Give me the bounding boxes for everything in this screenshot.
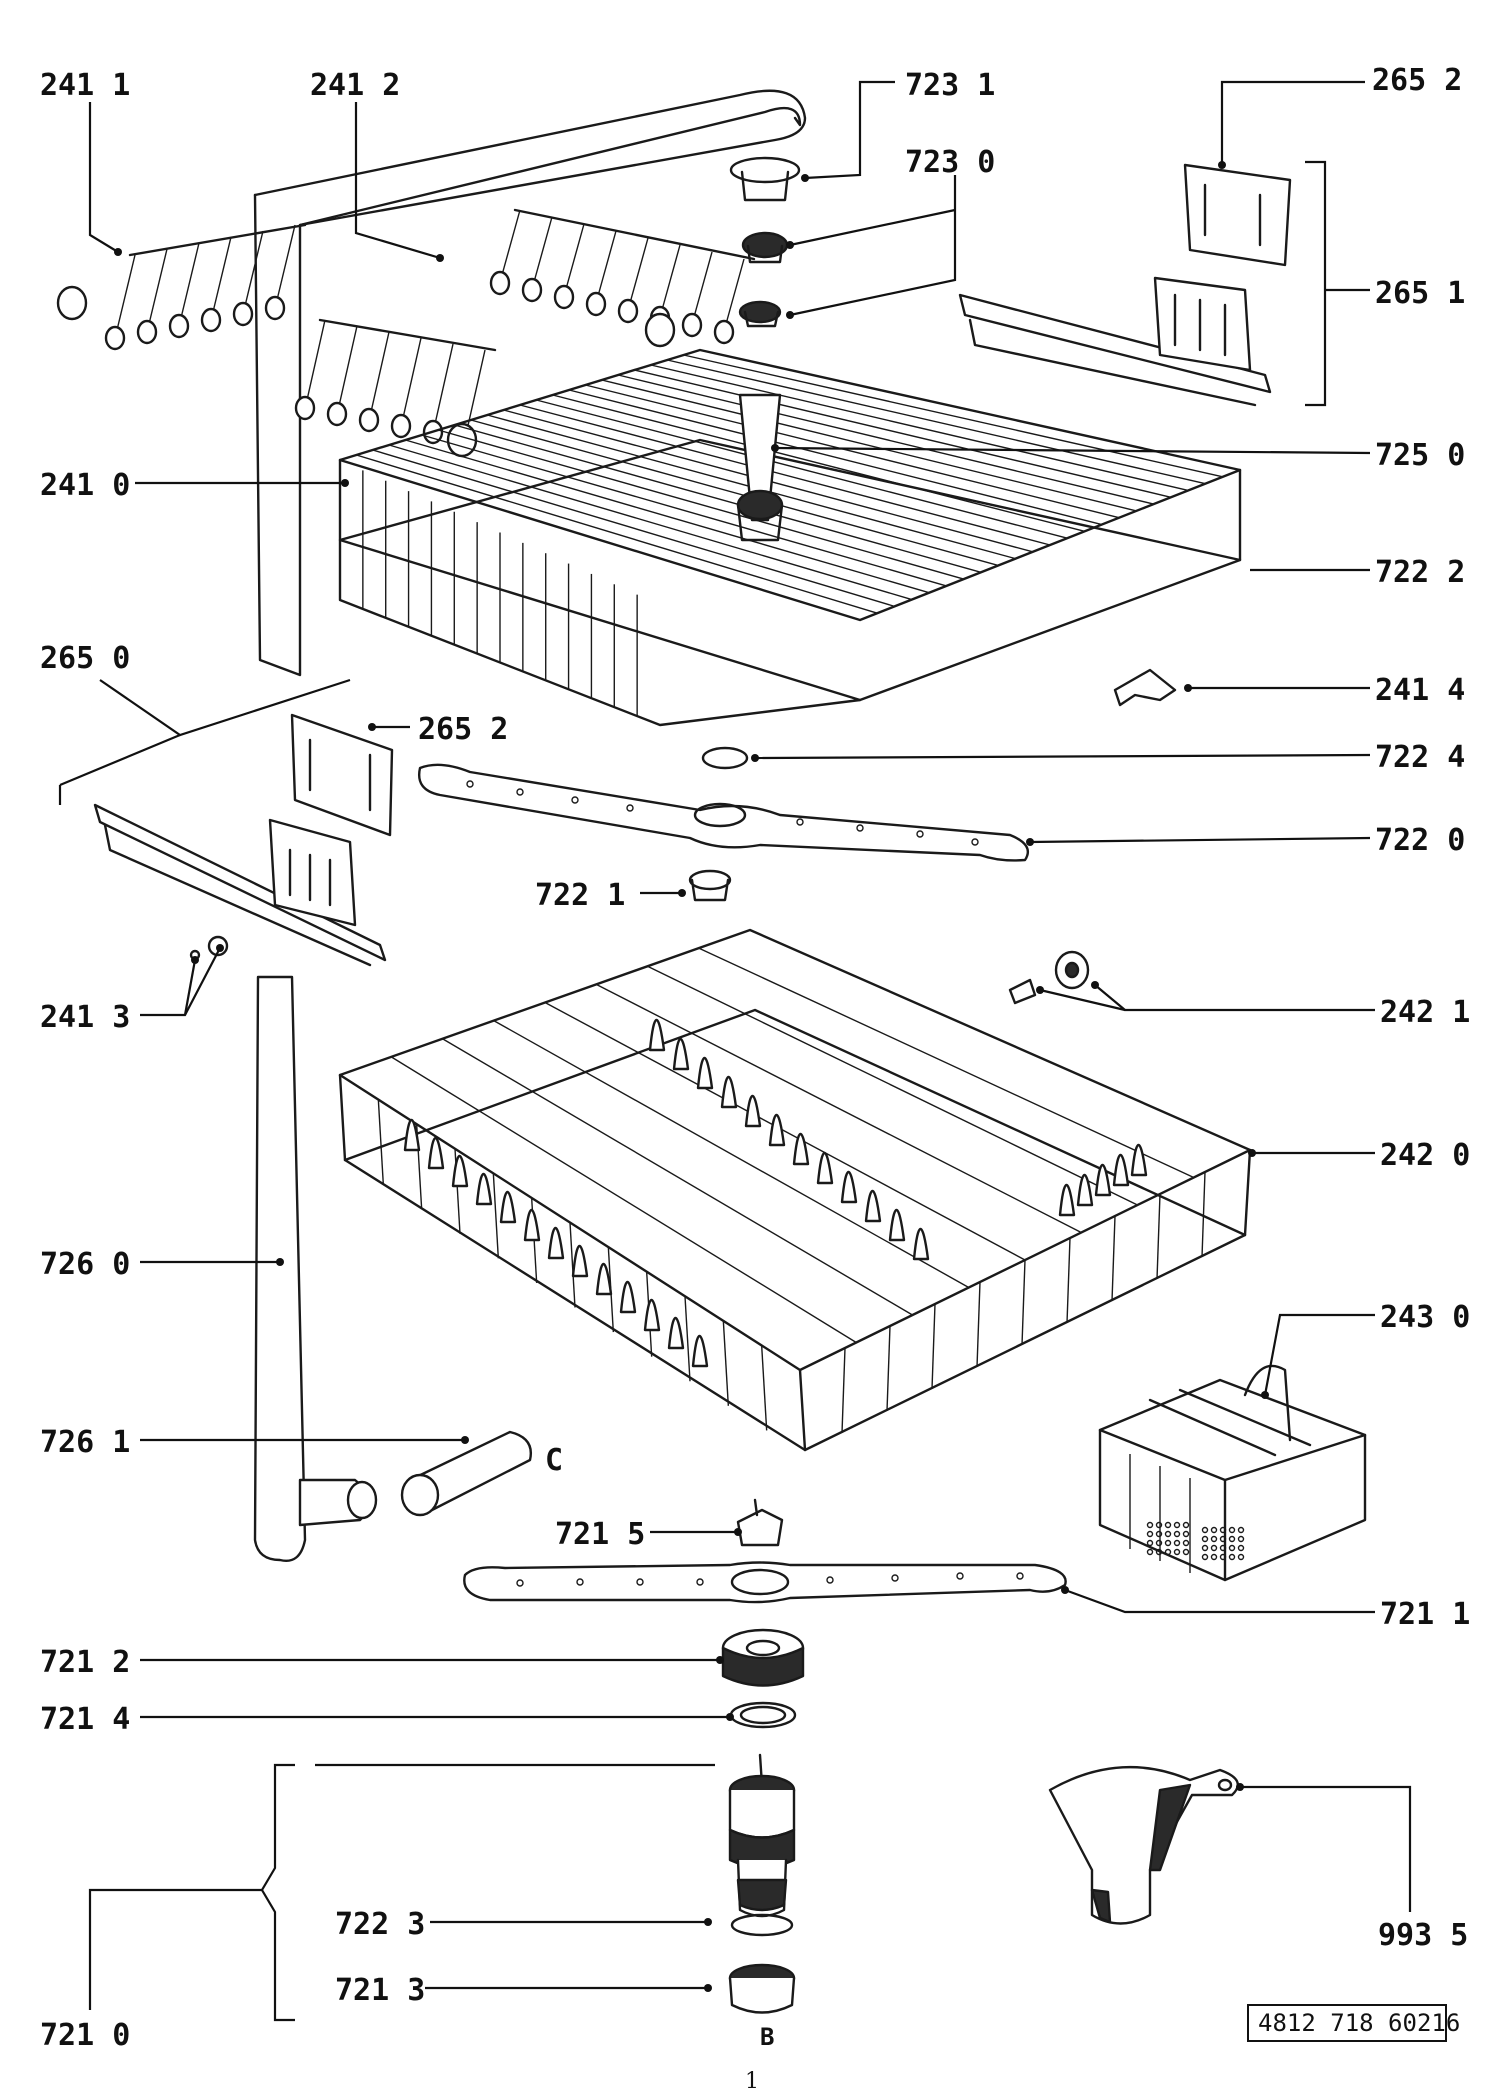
lower-basket [338,928,1252,1452]
label-241-2: 241 2 [310,68,400,103]
wheel-242-1 [1008,950,1090,1005]
label-265-2-mid: 265 2 [418,712,508,747]
marker-b: B [760,2023,774,2051]
label-721-2: 721 2 [40,1645,130,1680]
label-265-2-top: 265 2 [1372,63,1462,98]
cutlery-basket [1098,1364,1367,1582]
label-726-0: 726 0 [40,1247,130,1282]
label-993-5: 993 5 [1378,1918,1468,1953]
page-number: 1 [745,2069,759,2094]
label-242-0: 242 0 [1380,1138,1470,1173]
ring-722-4 [701,746,749,770]
rail-mount-top [958,163,1292,407]
label-721-3: 721 3 [335,1973,425,2008]
document-code-text: 4812 718 60216 [1258,2009,1460,2037]
label-722-0: 722 0 [1375,823,1465,858]
funnel-993-5 [1048,1766,1239,1925]
label-722-2: 722 2 [1375,555,1465,590]
lower-water-channel [253,975,378,1562]
marker-c: C [545,1443,563,1478]
label-725-0: 725 0 [1375,438,1465,473]
label-241-3: 241 3 [40,1000,130,1035]
upper-spray-supply-pipe [253,89,807,677]
label-726-1: 726 1 [40,1425,130,1460]
label-241-1: 241 1 [40,68,130,103]
label-722-3: 722 3 [335,1907,425,1942]
upper-tine-racks [56,208,756,458]
label-721-0: 721 0 [40,2018,130,2053]
document-code: 4812 718 60216 [1247,2004,1460,2042]
label-265-1: 265 1 [1375,276,1465,311]
part-labels: 241 1 241 2 723 1 723 0 265 2 265 1 241 … [40,63,1470,2053]
ring-721-4 [729,1701,797,1729]
leader-lines [58,80,1412,2022]
nozzle-stack-723 [729,156,801,328]
rail-mount-left [93,713,394,967]
pump-shaft-assembly [728,1753,796,2014]
label-721-5: 721 5 [555,1517,645,1552]
label-722-4: 722 4 [1375,740,1465,775]
clip-241-4 [1113,668,1177,707]
label-242-1: 242 1 [1380,995,1470,1030]
label-241-0: 241 0 [40,468,130,503]
nozzle-721-5 [736,1498,784,1547]
label-723-1: 723 1 [905,68,995,103]
lower-spray-arm [463,1561,1067,1604]
label-243-0: 243 0 [1380,1300,1470,1335]
label-241-4: 241 4 [1375,673,1465,708]
label-723-0: 723 0 [905,145,995,180]
upper-spray-arm [418,763,1030,902]
label-265-0: 265 0 [40,641,130,676]
upper-basket [338,348,1242,727]
hub-721-2 [721,1628,805,1687]
label-721-1: 721 1 [1380,1597,1470,1632]
label-722-1: 722 1 [535,878,625,913]
label-721-4: 721 4 [40,1702,130,1737]
connector-hose [400,1430,532,1517]
